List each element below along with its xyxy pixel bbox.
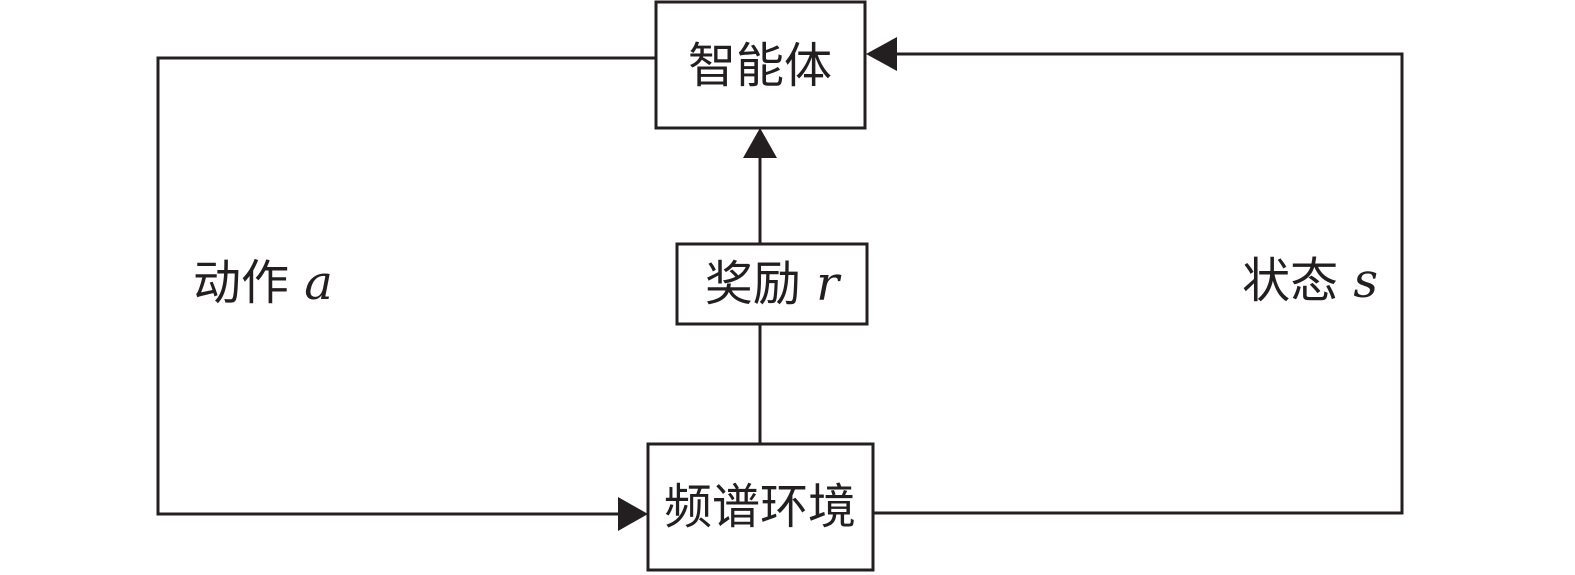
reward-text: 奖励	[705, 256, 801, 312]
state-variable: s	[1353, 253, 1378, 309]
action-text: 动作	[193, 255, 289, 311]
reward-arrow-icon	[743, 128, 777, 158]
environment-label: 频谱环境	[664, 479, 856, 535]
state-label: 状态 s	[1242, 253, 1378, 309]
action-variable: a	[304, 255, 333, 311]
environment-node: 频谱环境	[646, 442, 875, 572]
reward-variable: r	[816, 256, 842, 312]
agent-label: 智能体	[688, 38, 832, 94]
state-edge-line	[873, 52, 1404, 515]
action-edge-line	[156, 56, 656, 516]
action-arrow-icon	[618, 497, 648, 531]
reward-node: 奖励 r	[675, 242, 869, 326]
agent-node: 智能体	[654, 0, 867, 130]
state-text: 状态	[1242, 253, 1338, 309]
action-label: 动作 a	[193, 255, 333, 311]
state-arrow-icon	[866, 37, 897, 71]
reward-label: 奖励 r	[705, 256, 842, 312]
